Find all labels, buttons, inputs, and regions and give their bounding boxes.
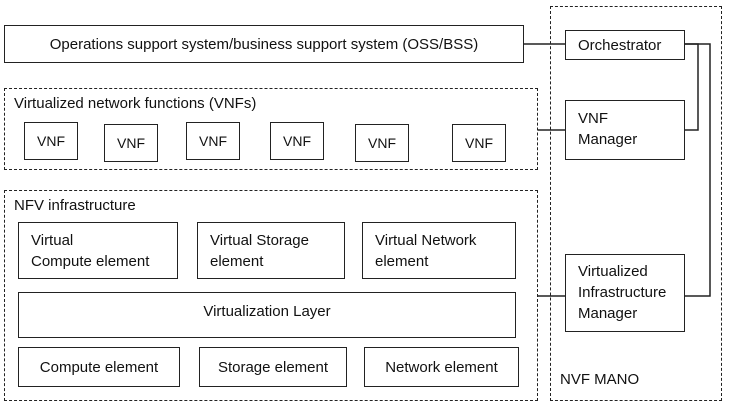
virtual-storage-element: Virtual Storage element <box>197 222 345 279</box>
network-element-label: Network element <box>385 358 498 376</box>
vnf-box: VNF <box>270 122 324 160</box>
vnf-box: VNF <box>104 124 158 162</box>
storage-element-label: Storage element <box>217 358 329 376</box>
orchestrator-box: Orchestrator <box>565 30 685 60</box>
nfv-mano-title: NVF MANO <box>560 371 640 388</box>
vnf-group-title: Virtualized network functions (VNFs) <box>14 95 257 112</box>
oss-bss-box: Operations support system/business suppo… <box>4 25 524 63</box>
vnf-label: VNF <box>37 133 65 149</box>
virtual-network-label: Virtual Network element <box>375 232 477 270</box>
nfv-mano-group <box>550 6 722 401</box>
storage-element: Storage element <box>199 347 347 387</box>
vnf-label: VNF <box>117 135 145 151</box>
compute-element-label: Compute element <box>39 358 159 376</box>
vnf-group <box>4 88 538 170</box>
vnf-box: VNF <box>186 122 240 160</box>
virtual-compute-label: Virtual Compute element <box>31 232 150 270</box>
oss-bss-label: Operations support system/business suppo… <box>49 35 479 53</box>
nfvi-group-title: NFV infrastructure <box>14 197 136 214</box>
vnf-manager-box: VNF Manager <box>565 100 685 160</box>
compute-element: Compute element <box>18 347 180 387</box>
vnf-label: VNF <box>283 133 311 149</box>
vnf-box: VNF <box>24 122 78 160</box>
orchestrator-vim-link <box>685 43 711 297</box>
vnf-label: VNF <box>199 133 227 149</box>
orchestrator-label: Orchestrator <box>578 36 662 54</box>
vnf-label: VNF <box>465 135 493 151</box>
vim-label: Virtualized Infrastructure Manager <box>578 263 667 322</box>
network-element: Network element <box>364 347 519 387</box>
vnf-box: VNF <box>355 124 409 162</box>
vim-box: Virtualized Infrastructure Manager <box>565 254 685 332</box>
virtual-network-element: Virtual Network element <box>362 222 516 279</box>
virtualization-layer-label: Virtualization Layer <box>203 303 331 320</box>
virtual-storage-label: Virtual Storage element <box>210 232 309 270</box>
vnf-box: VNF <box>452 124 506 162</box>
vnf-manager-label: VNF Manager <box>578 110 638 148</box>
vnf-label: VNF <box>368 135 396 151</box>
virtualization-layer: Virtualization Layer <box>18 292 516 338</box>
nfvi-group <box>4 190 538 401</box>
virtual-compute-element: Virtual Compute element <box>18 222 178 279</box>
